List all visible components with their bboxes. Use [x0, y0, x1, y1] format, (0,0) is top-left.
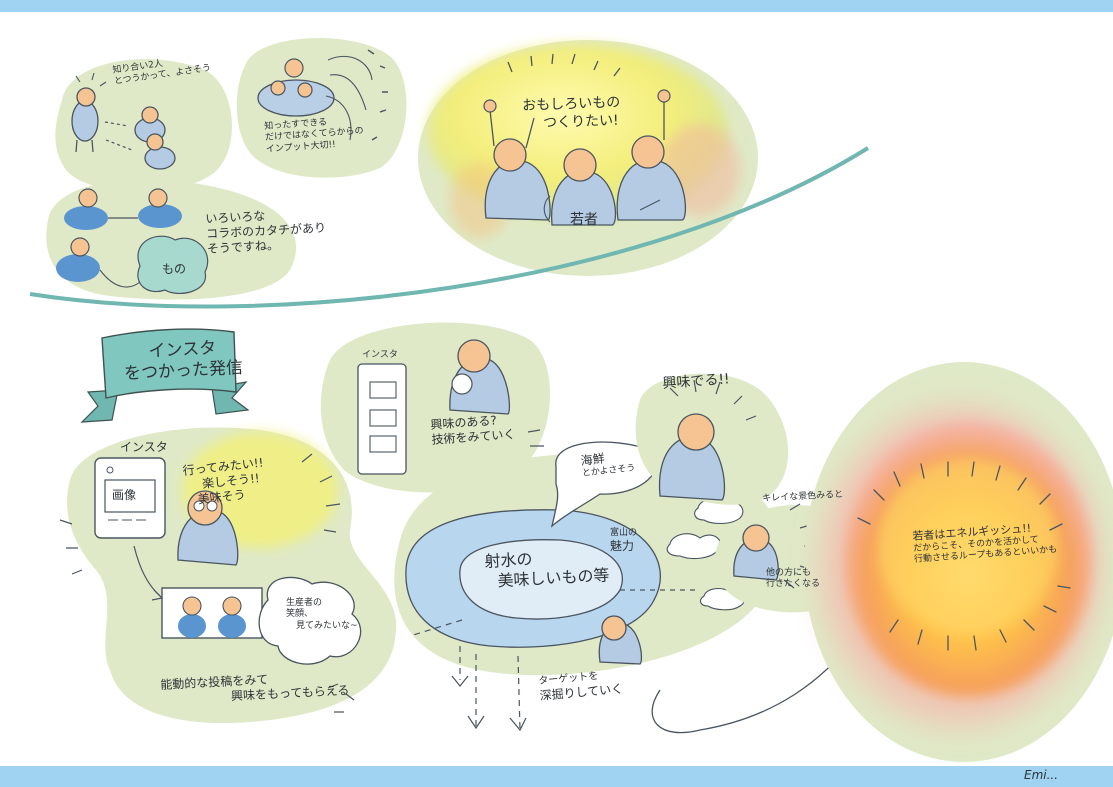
core-text: 射水の 美味しいもの等	[484, 546, 610, 592]
center-insta-blob	[320, 322, 551, 493]
web-note: 知ったすできる だけではなくてらからの インプット大切!!	[264, 115, 365, 156]
toyama-label-line-1: 富山の	[610, 528, 638, 538]
insta-banner-ribbon	[80, 328, 250, 423]
left-insta-blob	[59, 427, 397, 724]
producer-speech-line-1: 生産者の	[286, 598, 323, 608]
toyama-label-line-2: 魅力	[610, 539, 635, 554]
left-phone-label: インスタ	[120, 440, 168, 454]
excited-speech: 行ってみたい!! 楽しそう!! 美味そう	[182, 456, 267, 509]
youth-speech: おもしろいもの つくりたい!	[522, 95, 621, 133]
section-divider-curve	[29, 146, 870, 309]
other-places-note: 他の方にも 行きたくなる	[766, 568, 820, 591]
couple-blob	[55, 59, 232, 193]
collab-blob	[46, 179, 297, 300]
youth-blob	[418, 40, 758, 276]
producer-speech-line-3: 見てみたいな~	[296, 620, 358, 631]
bottom-border-bar	[0, 766, 1113, 787]
center-phone-label: インスタ	[362, 350, 398, 360]
youth-label: 若者	[570, 212, 598, 228]
insta-banner-title: インスタ をつかった発信	[117, 337, 249, 386]
web-blob	[236, 37, 407, 178]
other-places-line-2: 行きたくなる	[766, 579, 821, 590]
center-core-blob	[394, 441, 921, 734]
left-phone-screen-label: 画像	[112, 488, 137, 502]
other-places-line-1: 他の方にも	[766, 568, 812, 578]
toyama-label: 富山の 魅力	[610, 528, 637, 554]
seafood-speech: 海鮮 とかよさそう	[580, 448, 636, 480]
producer-speech: 生産者の 笑顔、 見てみたいな~	[286, 598, 358, 632]
energy-sun-blob	[804, 362, 1113, 762]
collab-note: いろいろな コラボのカタチがあり そうですね。	[205, 206, 327, 257]
interest-note: 興味のある? 技術をみていく	[430, 412, 516, 448]
artist-signature: Emi...	[1024, 768, 1059, 782]
collab-mono-label: もの	[162, 262, 187, 276]
producer-speech-line-2: 笑顔、	[286, 609, 314, 620]
youth-speech-line-2: つくりたい!	[542, 112, 619, 131]
top-border-bar	[0, 0, 1113, 12]
